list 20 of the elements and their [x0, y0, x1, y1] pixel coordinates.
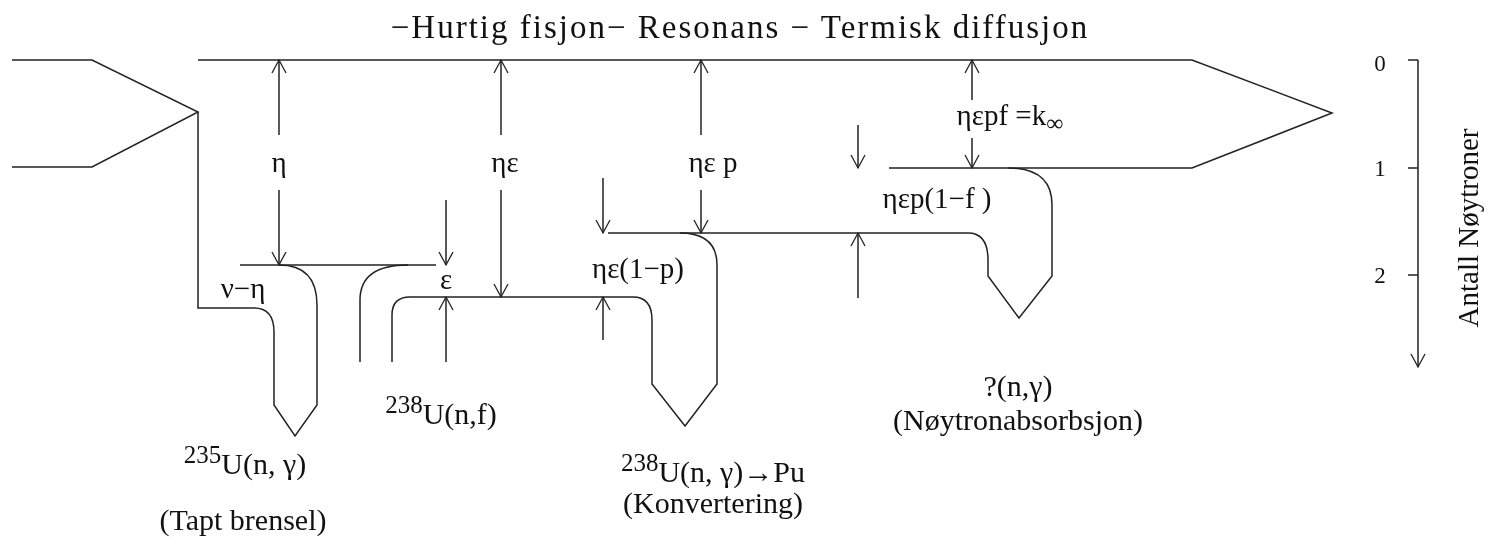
tick-label: 0 — [1374, 51, 1386, 75]
factor-label: ν−η — [220, 273, 266, 303]
process-label: ?(n,γ) — [983, 371, 1053, 401]
process-label: $^{238}$U(n, γ)→Pu — [620, 449, 806, 487]
process-label: $^{235}$U(n, γ) — [183, 441, 307, 479]
process-label: (Tapt brensel) — [159, 505, 327, 535]
axis-title: Antall Nøytroner — [1453, 128, 1483, 328]
factor-label: ηε p — [688, 147, 738, 177]
process-label: (Konvertering) — [623, 488, 803, 518]
section-heading: −Hurtig fisjon− Resonans − Termisk diffusjon — [390, 10, 1090, 44]
factor-label: ε — [439, 264, 453, 294]
factor-label: ηεp(1−f ) — [882, 183, 992, 213]
factor-label: ηεpf =k$_{∞}$ — [956, 100, 1064, 136]
factor-label: η — [271, 147, 287, 177]
tick-label: 1 — [1374, 156, 1386, 180]
factor-label: ηε — [491, 147, 519, 177]
process-label: $^{238}$U(n,f) — [385, 391, 497, 429]
factor-label: ηε(1−p) — [592, 253, 684, 283]
process-label: (Nøytronabsorbsjon) — [893, 405, 1143, 435]
tick-label: 2 — [1374, 263, 1386, 287]
